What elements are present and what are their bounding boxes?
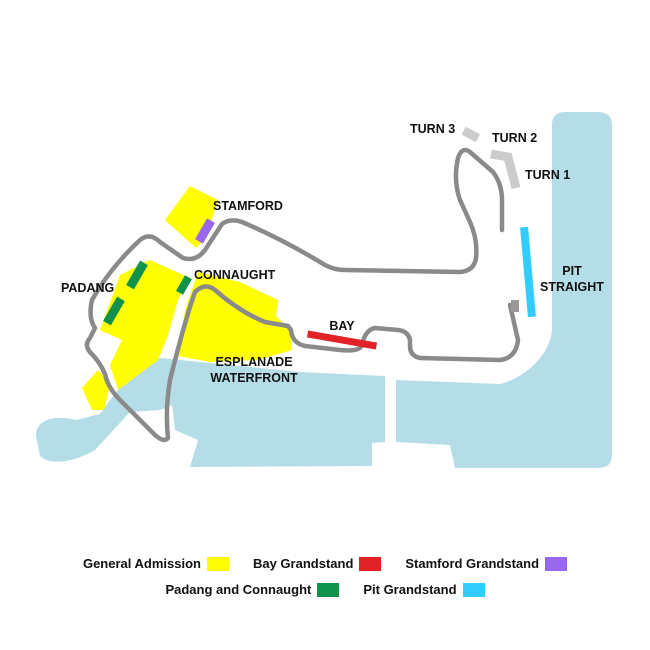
connaught-grandstand-marker [176, 275, 192, 295]
turn2-label: TURN 2 [492, 131, 537, 145]
bay-grandstand-marker [306, 330, 378, 350]
esplanade-label-line2: WATERFRONT [210, 371, 298, 385]
race-track [84, 147, 521, 443]
pit-straight-label-line1: PIT [562, 264, 582, 278]
waterfront-ga-zone [82, 370, 110, 410]
padang-grandstand-upper-marker [126, 260, 148, 290]
padang-grandstand-lower-marker [103, 296, 125, 326]
legend-row-1: General Admission Bay Grandstand Stamfor… [0, 556, 650, 571]
legend-swatch-general-admission [206, 556, 229, 571]
legend-swatch-pit-grandstand [462, 582, 485, 597]
legend-swatch-bay-grandstand [359, 556, 382, 571]
connaught-label: CONNAUGHT [194, 268, 276, 282]
legend-label-pit-grandstand: Pit Grandstand [363, 582, 457, 597]
turn3-marker [461, 126, 480, 143]
legend-item-pit-grandstand: Pit Grandstand [363, 582, 485, 597]
esplanade-label-line1: ESPLANADE [215, 355, 292, 369]
east-basin-water [396, 112, 612, 468]
esplanade-ga-zone [178, 272, 292, 362]
legend-item-padang-connaught: Padang and Connaught [165, 582, 340, 597]
legend-swatch-stamford-grandstand [545, 556, 568, 571]
pit-straight-label-line2: STRAIGHT [540, 280, 604, 294]
legend-item-general-admission: General Admission [83, 556, 229, 571]
legend-label-padang-connaught: Padang and Connaught [165, 582, 312, 597]
legend-label-bay-grandstand: Bay Grandstand [252, 556, 354, 571]
stamford-label: STAMFORD [213, 199, 283, 213]
legend-swatch-padang-connaught [317, 582, 340, 597]
legend-item-bay-grandstand: Bay Grandstand [252, 556, 382, 571]
legend-label-general-admission: General Admission [82, 556, 201, 571]
turn2-1-marker [490, 149, 521, 190]
legend-row-2: Padang and Connaught Pit Grandstand [0, 582, 650, 597]
legend-item-stamford-grandstand: Stamford Grandstand [405, 556, 568, 571]
stamford-grandstand-marker [195, 218, 215, 244]
turn3-label: TURN 3 [410, 122, 455, 136]
bay-label: BAY [329, 319, 355, 333]
legend-label-stamford-grandstand: Stamford Grandstand [405, 556, 540, 571]
pit-grandstand-marker [520, 226, 536, 318]
padang-label: PADANG [61, 281, 114, 295]
padang-ga-zone [100, 260, 190, 390]
turn1-label: TURN 1 [525, 168, 570, 182]
start-finish-marker [511, 300, 519, 312]
